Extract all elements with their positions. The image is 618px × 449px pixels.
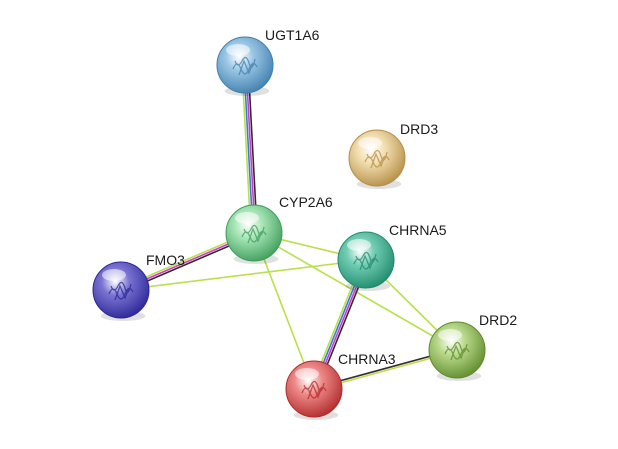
node-label-chrna5: CHRNA5: [389, 222, 447, 238]
node-highlight: [358, 137, 382, 149]
node-label-drd3: DRD3: [400, 121, 438, 137]
node-label-drd2: DRD2: [479, 312, 517, 328]
node-drd3[interactable]: DRD3: [348, 121, 438, 189]
protein-structure-icon: [241, 224, 267, 244]
protein-structure-icon: [364, 149, 390, 169]
node-drd2[interactable]: DRD2: [428, 312, 517, 381]
node-label-chrna3: CHRNA3: [338, 351, 396, 367]
protein-structure-icon: [108, 281, 134, 301]
node-label-fmo3: FMO3: [146, 252, 185, 268]
node-chrna5[interactable]: CHRNA5: [337, 222, 447, 291]
node-label-ugt1a6: UGT1A6: [265, 27, 320, 43]
node-highlight: [102, 269, 126, 281]
edge-evidence-line: [120, 259, 367, 291]
edge-cyp2a6-drd2[interactable]: [253, 232, 458, 351]
protein-structure-icon: [301, 380, 327, 400]
protein-structure-icon: [353, 251, 379, 271]
node-highlight: [235, 212, 259, 224]
protein-structure-icon: [232, 56, 258, 76]
node-chrna3[interactable]: CHRNA3: [285, 351, 396, 420]
edge-evidence-line: [253, 232, 458, 351]
node-ugt1a6[interactable]: UGT1A6: [216, 27, 320, 96]
node-fmo3[interactable]: FMO3: [92, 252, 185, 321]
node-highlight: [295, 368, 319, 380]
node-highlight: [226, 44, 250, 56]
node-highlight: [347, 239, 371, 251]
node-cyp2a6[interactable]: CYP2A6: [225, 194, 333, 264]
edge-fmo3-chrna5[interactable]: [120, 259, 367, 291]
node-label-cyp2a6: CYP2A6: [279, 194, 333, 210]
protein-structure-icon: [444, 341, 470, 361]
node-highlight: [438, 329, 462, 341]
